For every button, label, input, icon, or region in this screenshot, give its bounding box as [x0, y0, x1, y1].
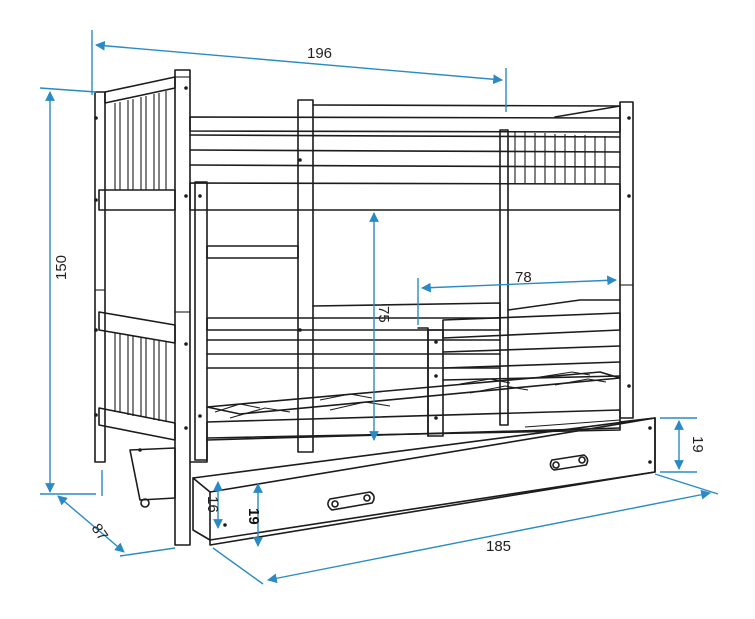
dim-label-length: 196 [307, 45, 332, 62]
dim-line-length [95, 40, 503, 85]
drawer-front [209, 417, 656, 546]
dim-label-height: 150 [53, 255, 70, 280]
lower-back-rail [206, 317, 501, 331]
dim-label-drawer-front: 19 [245, 508, 262, 525]
left-front-post [174, 69, 191, 546]
left-headboard-upper [104, 76, 176, 104]
drawer-handle-left [327, 491, 375, 511]
dim-label-clearance: 16 [204, 496, 221, 513]
drawer-handle-right [549, 454, 589, 471]
dim-line-depth [57, 495, 125, 553]
dim-line-guard-rail [421, 275, 617, 293]
guard-rail [442, 312, 621, 339]
screws [94, 86, 652, 527]
upper-side-rail [189, 182, 621, 211]
lower-side-rail [206, 409, 621, 439]
right-front-post [619, 101, 634, 419]
dim-line-drawer-length [267, 489, 711, 584]
lower-slats [206, 371, 621, 419]
dimension-labels: 196 150 87 75 78 185 19 16 19 [53, 45, 706, 555]
left-headboard-upper-slats [114, 91, 167, 190]
dim-label-drawer-side: 19 [689, 436, 706, 453]
left-back-post [94, 91, 106, 463]
ladder-rung [206, 245, 299, 259]
dim-label-inner-height: 75 [375, 306, 392, 323]
left-headboard-lower [98, 311, 176, 344]
dim-label-guard-rail: 78 [515, 269, 532, 286]
dim-label-depth: 87 [88, 521, 111, 544]
ladder-post-left [194, 181, 208, 461]
ladder-post-right [297, 99, 314, 453]
dim-label-drawer-length: 185 [486, 538, 511, 555]
upper-back-rail [189, 116, 621, 133]
guard-rail-post [427, 329, 444, 437]
dimension-lines [39, 30, 719, 585]
left-headboard-lower-slats [114, 333, 167, 422]
right-headboard-upper-slats [514, 132, 606, 184]
drawer-back [129, 447, 176, 501]
